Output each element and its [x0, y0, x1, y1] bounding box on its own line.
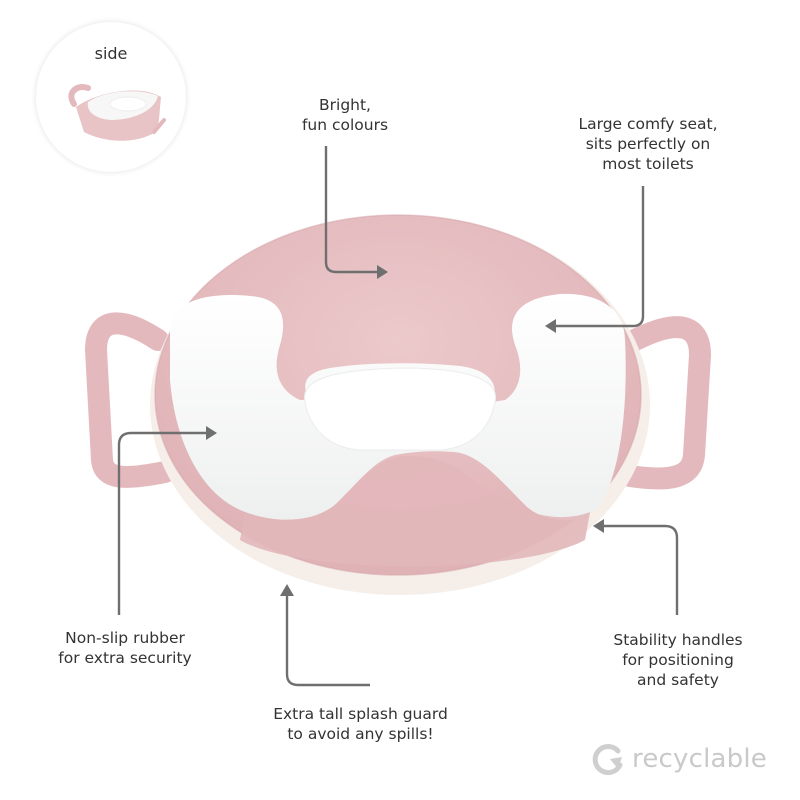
arrow-head-seat	[545, 319, 556, 333]
side-view-image	[68, 84, 166, 141]
side-view-inset: side	[36, 22, 186, 172]
callout-splash-guard: Extra tall splash guard to avoid any spi…	[273, 705, 448, 743]
callout-comfy-seat: Large comfy seat, sits perfectly on most…	[578, 115, 718, 173]
arrow-head-colours	[377, 265, 388, 279]
recyclable-text: recyclable	[632, 744, 767, 774]
arrow-head-handles	[593, 519, 604, 533]
recyclable-badge: recyclable	[588, 737, 767, 781]
side-view-label: side	[94, 44, 128, 63]
callout-bright-colours: Bright, fun colours	[301, 96, 389, 134]
callout-stability-handles: Stability handles for positioning and sa…	[613, 631, 743, 689]
arrow-head-splash	[280, 584, 294, 596]
arrow-head-rubber	[206, 426, 217, 440]
callout-non-slip-rubber: Non-slip rubber for extra security	[58, 629, 192, 667]
recycle-icon	[592, 744, 623, 776]
